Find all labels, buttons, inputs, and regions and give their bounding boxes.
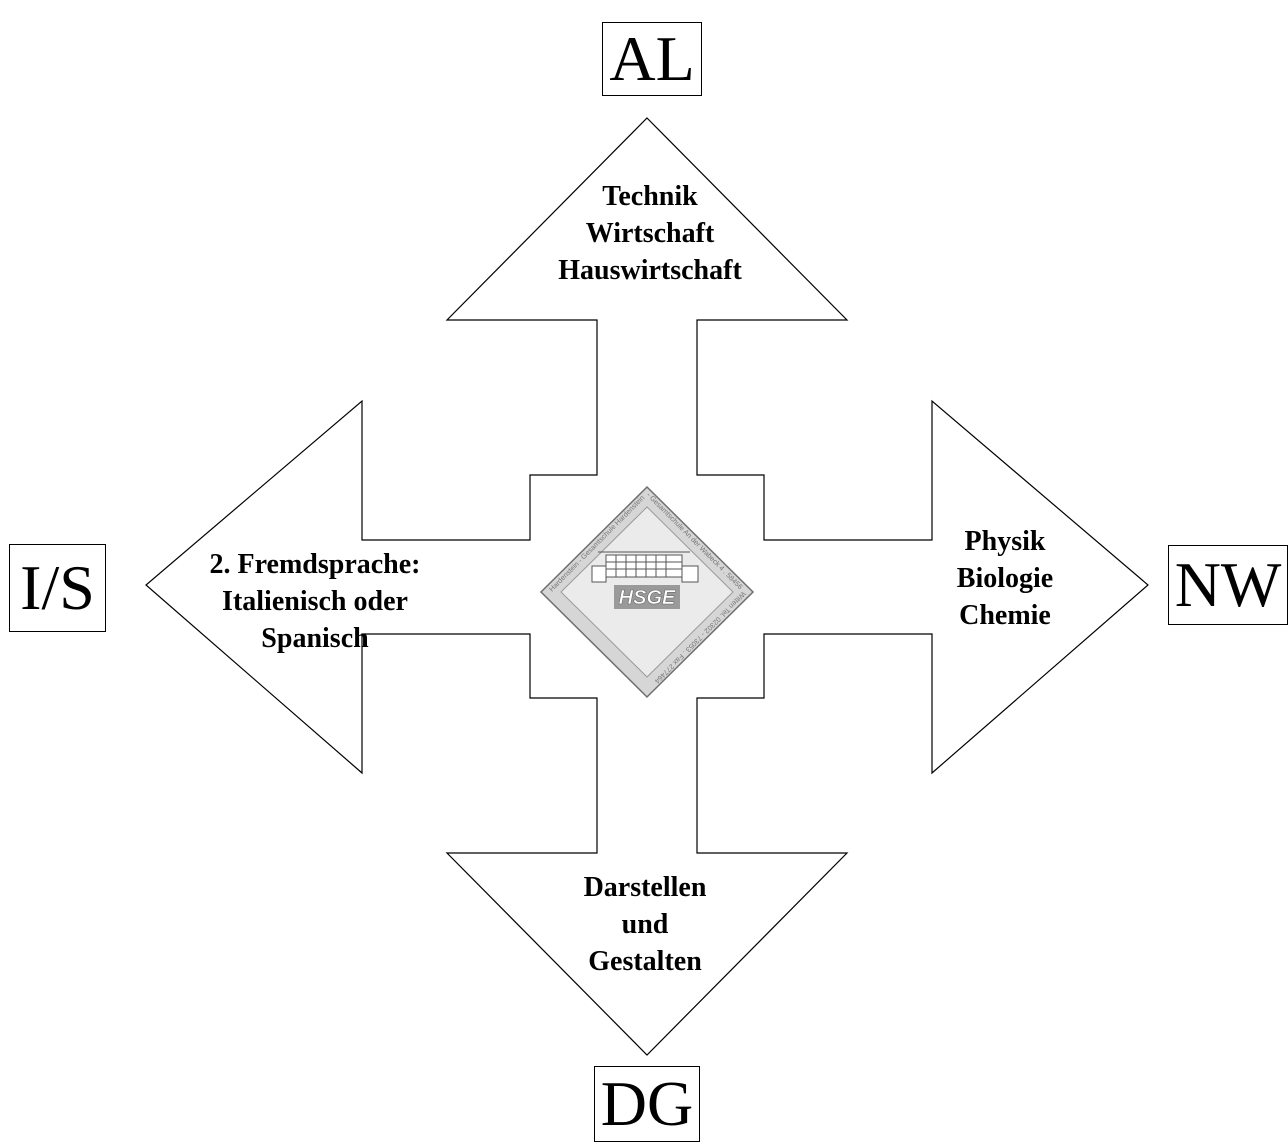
school-logo: Hardenstein - Gesamtschule Hardenstein -… (539, 485, 755, 699)
box-al: AL (602, 22, 702, 96)
label-right-subjects: Physik Biologie Chemie (925, 523, 1085, 634)
subject-wirtschaft: Wirtschaft (585, 218, 715, 249)
subject-spanisch: Spanisch (261, 623, 369, 654)
logo-name: HSGE (619, 587, 676, 609)
box-dg: DG (594, 1066, 700, 1142)
subject-darstellen: Darstellen (583, 872, 707, 903)
subject-und: und (621, 909, 669, 940)
subject-fremdsprache: 2. Fremdsprache: (209, 549, 421, 580)
subject-italienisch: Italienisch oder (222, 586, 408, 617)
subject-technik: Technik (602, 181, 698, 212)
logo-name-plate (614, 585, 680, 609)
label-top-subjects: Technik Wirtschaft Hauswirtschaft (520, 178, 780, 289)
box-is: I/S (9, 544, 106, 632)
label-bottom-subjects: Darstellen und Gestalten (530, 869, 760, 980)
school-building-icon (591, 551, 699, 583)
subject-gestalten: Gestalten (588, 946, 702, 977)
subject-hauswirtschaft: Hauswirtschaft (558, 255, 742, 286)
subject-physik: Physik (964, 526, 1046, 557)
label-left-subjects: 2. Fremdsprache: Italienisch oder Spanis… (180, 546, 450, 657)
box-nw: NW (1168, 545, 1288, 625)
subject-chemie: Chemie (959, 600, 1051, 631)
subject-biologie: Biologie (956, 563, 1054, 594)
